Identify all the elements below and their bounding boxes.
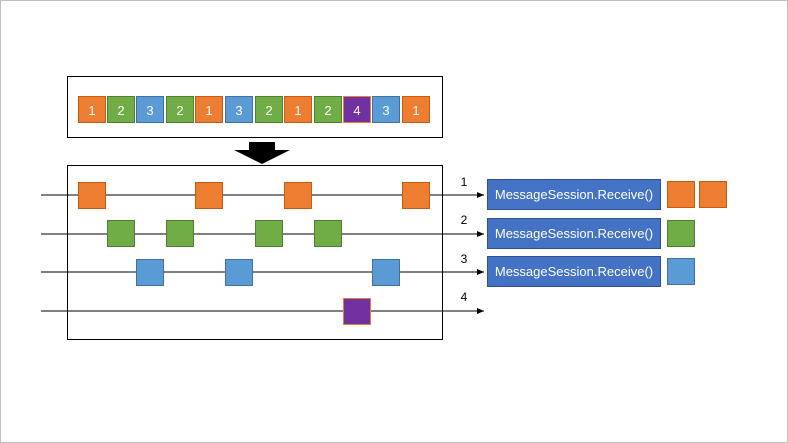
session-1-message xyxy=(195,182,223,209)
session-2-message xyxy=(166,220,194,247)
queue-message: 4 xyxy=(343,96,371,123)
receive-box-session-2: MessageSession.Receive() xyxy=(487,218,661,249)
queue-message: 2 xyxy=(255,96,283,123)
down-arrow-icon xyxy=(234,142,290,164)
session-3-message xyxy=(136,259,164,286)
queue-message: 2 xyxy=(107,96,135,123)
receive-box-session-3: MessageSession.Receive() xyxy=(487,256,661,287)
lane-number: 3 xyxy=(460,252,468,266)
session-3-message xyxy=(225,259,253,286)
queue-message: 1 xyxy=(284,96,312,123)
received-session-2-message xyxy=(667,220,695,247)
lane-number: 4 xyxy=(460,290,468,304)
queue-message: 3 xyxy=(136,96,164,123)
sessions-box xyxy=(67,165,443,340)
queue-message: 1 xyxy=(78,96,106,123)
received-session-1-message xyxy=(667,181,695,208)
session-2-message xyxy=(255,220,283,247)
queue-message: 1 xyxy=(402,96,430,123)
received-session-3-message xyxy=(667,258,695,285)
queue-message: 2 xyxy=(166,96,194,123)
queue-message: 3 xyxy=(225,96,253,123)
receive-box-session-1: MessageSession.Receive() xyxy=(487,179,661,210)
queue-message: 3 xyxy=(372,96,400,123)
lane-number: 2 xyxy=(460,213,468,227)
received-session-1-message xyxy=(699,181,727,208)
queue-box xyxy=(67,76,443,138)
queue-message: 1 xyxy=(195,96,223,123)
session-2-message xyxy=(314,220,342,247)
session-1-message xyxy=(402,182,430,209)
session-1-message xyxy=(284,182,312,209)
session-2-message xyxy=(107,220,135,247)
session-4-message xyxy=(343,298,371,325)
lane-number: 1 xyxy=(460,175,468,189)
queue-message: 2 xyxy=(314,96,342,123)
session-1-message xyxy=(78,182,106,209)
session-3-message xyxy=(372,259,400,286)
